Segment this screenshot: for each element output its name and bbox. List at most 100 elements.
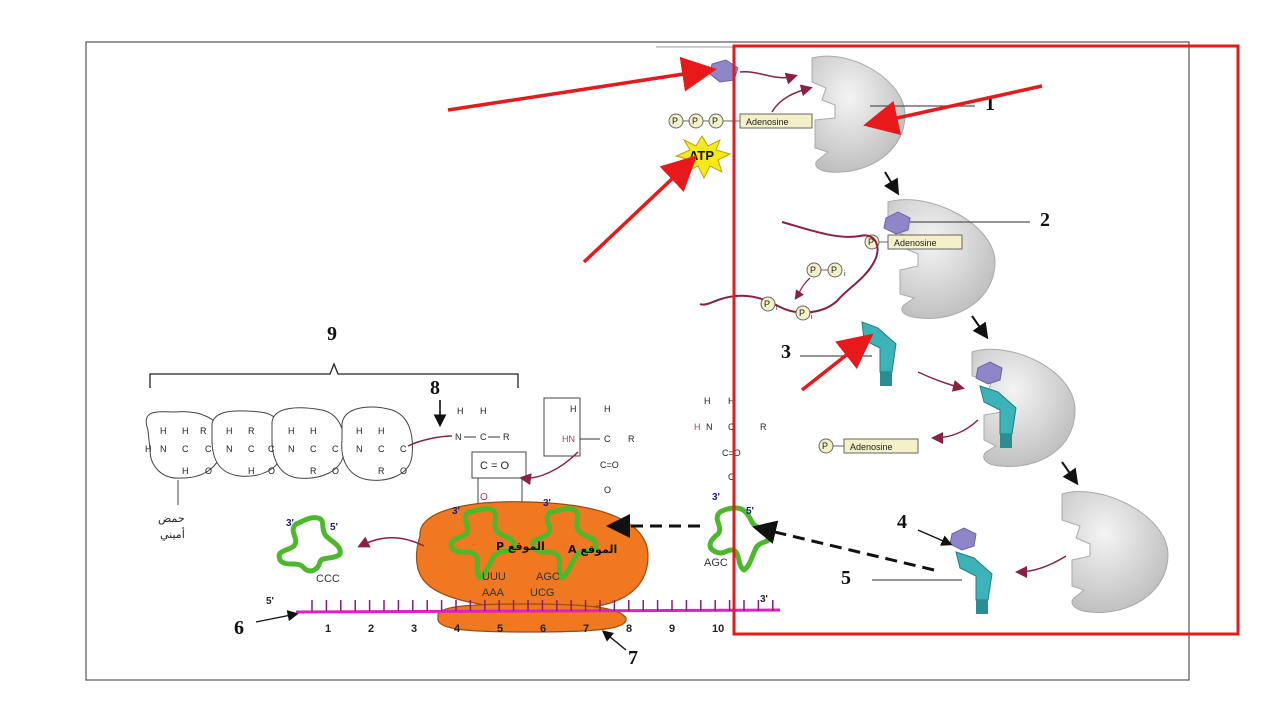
p-aa-o: O [480,492,488,503]
brace-9 [149,362,519,388]
mrna-position-8: 8 [626,623,632,635]
curve-amp-release [931,419,979,444]
svg-text:P: P [672,116,678,126]
pep-c6: C [332,444,339,454]
mrna-position-1: 1 [325,623,331,635]
svg-text:P: P [712,116,718,126]
label-5: 5 [841,567,851,589]
in-trna-3prime: 3' [712,492,720,503]
svg-text:i: i [776,305,778,312]
mrna-5prime: 5' [266,596,274,607]
anticodon-p: UUU [482,571,506,583]
step-arrow-3-4 [1061,461,1079,486]
pointer-7 [601,630,627,651]
caption-amino-1: حمض [158,512,185,525]
pep-c2: C [205,444,212,454]
trna-incoming [707,505,773,573]
site-p-label: P الموقع [496,540,545,553]
svg-text:i: i [811,314,813,321]
pep-h7: H [310,426,317,436]
pep-n4: N [356,444,363,454]
pep-h4: H [226,426,233,436]
trna-teal-charged [955,551,993,614]
exit-anticodon: CCC [316,573,340,585]
svg-text:Adenosine: Adenosine [894,238,937,248]
pep-r3: R [310,466,317,476]
highlight-box [732,44,1240,636]
caption-amino-2: أميني [160,527,185,541]
svg-text:P: P [799,308,805,318]
red-arrow-trna [800,333,874,392]
mrna-position-3: 3 [411,623,417,635]
site-a-label: A الموقع [568,543,617,556]
in-aa-h2: H [728,396,735,406]
label-2: 2 [1040,209,1050,231]
trna-strand-maroon [699,221,879,314]
step-arrow-2-3 [971,315,989,340]
trna-a-site [530,506,599,581]
pyrophosphate: P P i [806,262,846,278]
pep-h9: H [378,426,385,436]
svg-text:P: P [810,265,816,275]
pep-c1: C [182,444,189,454]
pep-h2: H [182,426,189,436]
pep-c7: C [378,444,385,454]
enzyme-2 [887,199,996,319]
mrna-position-7: 7 [583,623,589,635]
codon-p: AAA [482,587,505,599]
pep-h0: H [145,444,152,454]
trna-teal-bound [979,385,1017,448]
red-arrow-atp [582,155,698,264]
mrna-position-10: 10 [712,623,724,635]
in-aa-n: N [706,422,713,432]
pep-h5: H [248,466,255,476]
ribosome-small-subunit [437,603,627,633]
svg-text:ATP: ATP [689,148,714,163]
in-aa-c: C [728,422,735,432]
pi-1: P i [760,296,778,312]
pep-o3: O [332,466,339,476]
a-aa-c: C [604,434,611,444]
ppp-adenosine: P P P Adenosine [668,113,813,129]
mrna-position-5: 5 [497,623,503,635]
in-aa-h1: H [704,396,711,406]
pep-c4: C [268,444,275,454]
exit-trna-5prime: 5' [330,522,338,533]
pep-h1: H [160,426,167,436]
p-adenosine-2: P Adenosine [864,234,963,250]
enzyme-1 [811,55,906,173]
a-aa-h1: H [570,404,577,414]
pep-h6: H [288,426,295,436]
a-aa-ceo: C=O [600,460,619,470]
a-aa-hn: HN [562,434,575,444]
pep-r4: R [378,466,385,476]
pep-o1: O [205,466,212,476]
p-adenosine-3: P Adenosine [818,438,919,454]
p-aa-h2: H [480,406,487,416]
p-aa-n: N [455,432,462,442]
label-9: 9 [327,323,337,345]
ribosome-large-subunit [415,501,649,610]
mrna-strand [295,600,781,614]
label-1: 1 [985,93,995,115]
pep-r1: R [200,426,207,436]
mrna-position-9: 9 [669,623,675,635]
svg-text:Adenosine: Adenosine [746,117,789,127]
mrna-3prime: 3' [760,594,768,605]
pep-n1: N [160,444,167,454]
curve-transfer [519,451,579,486]
p-aa-r: R [503,432,510,442]
in-aa-o: O [728,472,735,482]
svg-text:P: P [692,116,698,126]
in-aa-h3: H [694,422,701,432]
exit-trna-3prime: 3' [286,518,294,529]
trna-p-site [448,506,517,581]
step-arrow-1-2 [883,171,900,196]
label-7: 7 [628,647,638,669]
label-8: 8 [430,377,440,399]
pointer-6 [255,610,299,623]
pi-2: P i [795,305,813,321]
curve-atp-enzyme [771,84,813,113]
